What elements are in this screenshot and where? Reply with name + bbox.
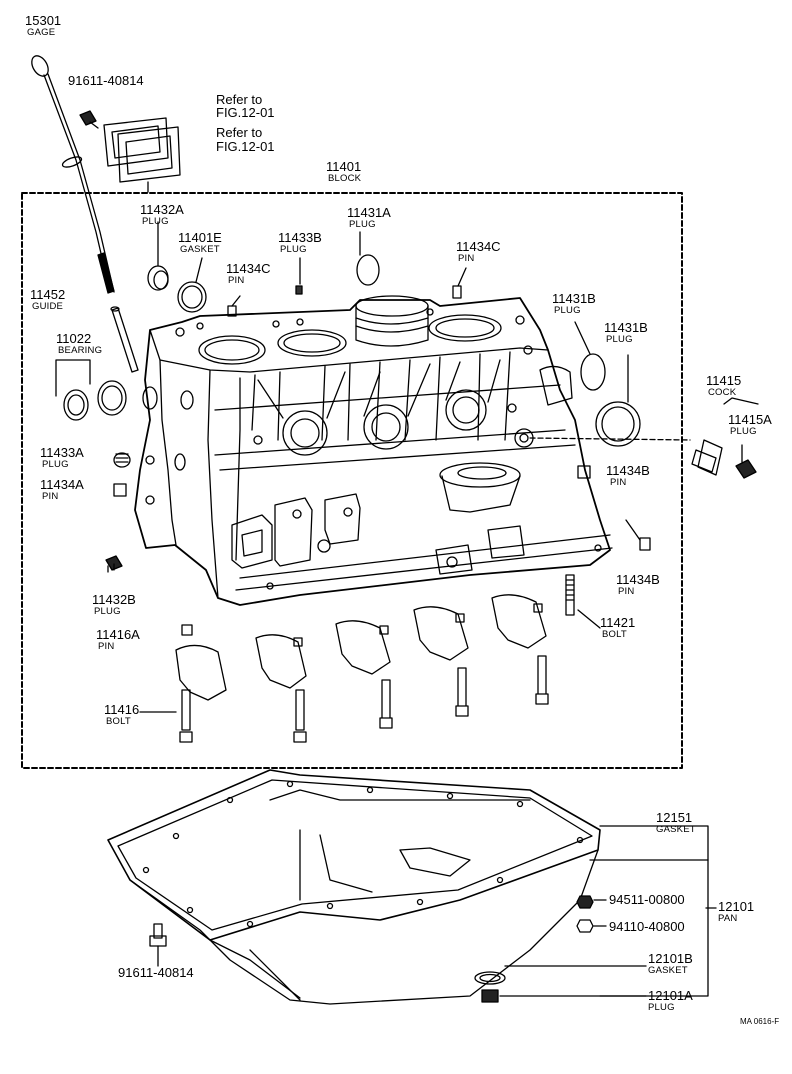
block-assembly-frame xyxy=(21,192,683,769)
label-11401E-name: GASKET xyxy=(180,244,220,255)
label-11433B-name: PLUG xyxy=(280,244,307,255)
label-11434C-a-num: 11434C xyxy=(226,261,271,276)
figure-code: MA 0616-F xyxy=(740,1017,780,1026)
label-11022-num: 11022 xyxy=(56,331,92,346)
label-15301-name: GAGE xyxy=(27,27,56,38)
label-91611-bottom: 91611-40814 xyxy=(118,965,194,980)
label-11416A-num: 11416A xyxy=(96,627,140,642)
label-11431A-num: 11431A xyxy=(347,205,391,220)
ref2-line2: FIG.12-01 xyxy=(216,139,275,154)
label-11416A-name: PIN xyxy=(98,641,115,652)
label-11433A-num: 11433A xyxy=(40,445,84,460)
label-11434B-a-name: PIN xyxy=(610,477,627,488)
label-11432A-name: PLUG xyxy=(142,216,169,227)
label-15301-num: 15301 xyxy=(25,13,62,28)
label-11433A-name: PLUG xyxy=(42,459,69,470)
label-94511: 94511-00800 xyxy=(609,892,685,907)
label-11432B-num: 11432B xyxy=(92,592,136,607)
label-11434B-a-num: 11434B xyxy=(606,463,650,478)
label-11022-name: BEARING xyxy=(58,345,103,356)
label-11433B-num: 11433B xyxy=(278,230,322,245)
label-11416-name: BOLT xyxy=(106,716,131,727)
small-parts xyxy=(55,221,759,629)
label-11431B-b-name: PLUG xyxy=(606,334,633,345)
bearing-caps xyxy=(139,594,549,743)
label-11434C-b-name: PIN xyxy=(458,253,475,264)
label-91611-top: 91611-40814 xyxy=(68,73,144,88)
label-11434C-a-name: PIN xyxy=(228,275,245,286)
label-11416-num: 11416 xyxy=(104,702,140,717)
ref1-line2: FIG.12-01 xyxy=(216,105,275,120)
pan-leader-lines xyxy=(157,825,717,997)
ref1-line1: Refer to xyxy=(216,92,263,107)
label-94110: 94110-40800 xyxy=(609,919,685,934)
label-11415-num: 11415 xyxy=(706,373,742,388)
label-12101B-name: GASKET xyxy=(648,965,688,976)
ref2-line1: Refer to xyxy=(216,125,263,140)
label-12101A-num: 12101A xyxy=(648,988,693,1003)
label-12101A-name: PLUG xyxy=(648,1002,675,1013)
dipstick-gage xyxy=(31,55,115,294)
cylinder-block xyxy=(134,295,613,606)
label-11431A-name: PLUG xyxy=(349,219,376,230)
label-11431B-b-num: 11431B xyxy=(604,320,648,335)
label-11415A-name: PLUG xyxy=(730,426,757,437)
label-11421-num: 11421 xyxy=(600,615,636,630)
label-11434B-b-num: 11434B xyxy=(616,572,660,587)
label-11421-name: BOLT xyxy=(602,629,627,640)
label-11434B-b-name: PIN xyxy=(618,586,635,597)
label-11452-name: GUIDE xyxy=(32,301,64,312)
label-11431B-a-name: PLUG xyxy=(554,305,581,316)
label-11415A-num: 11415A xyxy=(728,412,772,427)
label-11434A-num: 11434A xyxy=(40,477,84,492)
label-11431B-a-num: 11431B xyxy=(552,291,596,306)
label-12101-name: PAN xyxy=(718,913,738,924)
label-12151-num: 12151 xyxy=(656,810,693,825)
label-11432A-num: 11432A xyxy=(140,202,184,217)
bolt-91611-top xyxy=(79,110,99,129)
label-11401E-num: 11401E xyxy=(178,230,222,245)
housing-gaskets xyxy=(103,117,181,193)
label-11401-name: BLOCK xyxy=(328,173,362,184)
label-12101-num: 12101 xyxy=(718,899,755,914)
label-11432B-name: PLUG xyxy=(94,606,121,617)
label-11434A-name: PIN xyxy=(42,491,59,502)
label-11415-name: COCK xyxy=(708,387,737,398)
label-11401-num: 11401 xyxy=(326,159,362,174)
label-11434C-b-num: 11434C xyxy=(456,239,501,254)
label-11452-num: 11452 xyxy=(30,287,66,302)
oil-pan xyxy=(107,769,601,1005)
label-12151-name: GASKET xyxy=(656,824,696,835)
label-12101B-num: 12101B xyxy=(648,951,693,966)
dipstick-guide xyxy=(110,306,139,373)
